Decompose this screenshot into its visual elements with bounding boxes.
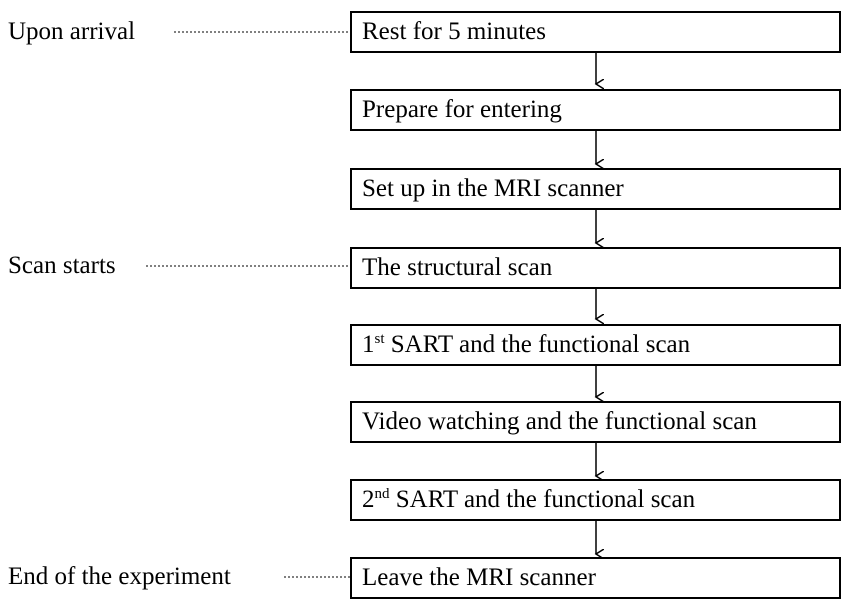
step-first-sart-number: 1 xyxy=(362,331,375,358)
step-structural-scan-label: The structural scan xyxy=(362,254,553,281)
step-prepare-label: Prepare for entering xyxy=(362,96,562,123)
step-rest: Rest for 5 minutes xyxy=(350,11,841,53)
step-rest-label: Rest for 5 minutes xyxy=(362,18,547,45)
step-video-watching-label: Video watching and the functional scan xyxy=(362,408,757,435)
step-prepare: Prepare for entering xyxy=(350,89,841,131)
step-leave-scanner: Leave the MRI scanner xyxy=(350,557,841,599)
step-leave-scanner-label: Leave the MRI scanner xyxy=(362,564,596,591)
step-first-sart-text: SART and the functional scan xyxy=(384,331,691,358)
step-second-sart: 2nd SART and the functional scan xyxy=(350,479,841,521)
step-first-sart: 1st SART and the functional scan xyxy=(350,324,841,366)
step-first-sart-label: 1st SART and the functional scan xyxy=(362,331,690,359)
step-first-sart-ordinal: st xyxy=(374,331,385,347)
step-second-sart-ordinal: nd xyxy=(374,486,390,502)
step-video-watching: Video watching and the functional scan xyxy=(350,401,841,443)
step-setup-label: Set up in the MRI scanner xyxy=(362,175,624,202)
step-setup: Set up in the MRI scanner xyxy=(350,168,841,210)
side-label-scan-starts: Scan starts xyxy=(8,252,116,279)
side-label-upon-arrival: Upon arrival xyxy=(8,18,136,45)
step-second-sart-text: SART and the functional scan xyxy=(389,486,696,513)
step-second-sart-label: 2nd SART and the functional scan xyxy=(362,486,695,514)
side-label-end-of-experiment: End of the experiment xyxy=(8,563,231,590)
step-second-sart-number: 2 xyxy=(362,486,375,513)
step-structural-scan: The structural scan xyxy=(350,247,841,289)
